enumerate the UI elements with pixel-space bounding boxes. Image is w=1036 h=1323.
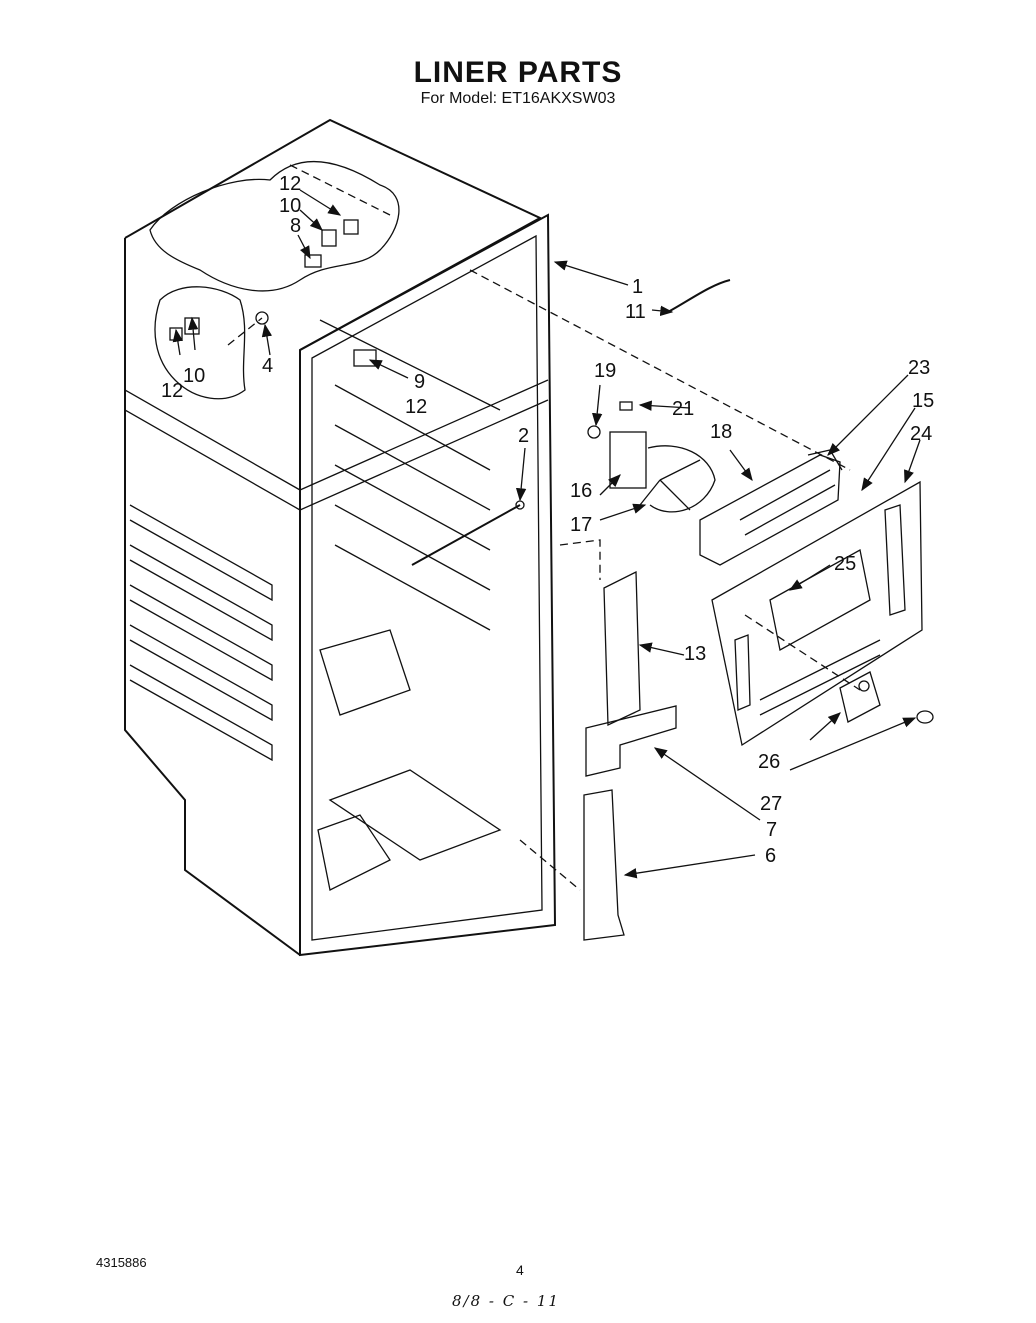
air-duct xyxy=(603,570,641,727)
footer-page-number: 4 xyxy=(516,1262,524,1278)
cover-plate-and-plug xyxy=(839,671,934,724)
interior-shelf-rails xyxy=(319,319,501,631)
cutaway-insulation xyxy=(149,160,400,400)
callout-27: 27 xyxy=(760,793,782,815)
leader-arrows xyxy=(172,189,921,879)
callout-12-top: 12 xyxy=(279,173,301,195)
callout-19: 19 xyxy=(594,360,616,382)
callout-23: 23 xyxy=(908,357,930,379)
baffle-6 xyxy=(583,789,625,941)
callout-26: 26 xyxy=(758,751,780,773)
callout-18: 18 xyxy=(710,421,732,443)
callout-21: 21 xyxy=(672,398,694,420)
callout-11: 11 xyxy=(625,301,646,323)
drain-tube xyxy=(667,279,731,313)
footer-part-number: 4315886 xyxy=(96,1255,147,1270)
control-rod xyxy=(411,500,525,566)
callout-2: 2 xyxy=(518,425,529,447)
callout-1: 1 xyxy=(632,276,643,298)
explode-lines xyxy=(227,164,861,891)
callout-17: 17 xyxy=(570,514,592,536)
fan-motor-assembly xyxy=(587,401,716,513)
callout-15: 15 xyxy=(912,390,934,412)
callout-12-interior: 12 xyxy=(405,396,427,418)
fan-shroud xyxy=(699,449,843,566)
callout-10-side: 10 xyxy=(183,365,205,387)
side-ribs xyxy=(129,504,273,762)
mount-clips xyxy=(169,219,377,367)
callout-24: 24 xyxy=(910,423,932,445)
callout-25: 25 xyxy=(834,553,856,575)
cabinet-outline xyxy=(124,118,557,957)
baffle-7 xyxy=(585,705,677,777)
footer-handwritten-note: 8/8 - C - 11 xyxy=(452,1292,560,1310)
callout-13: 13 xyxy=(684,643,706,665)
callout-16: 16 xyxy=(570,480,592,502)
callout-labels: 1 2 4 6 7 8 9 10 10 11 12 12 12 13 15 16… xyxy=(161,173,934,867)
model-subtitle: For Model: ET16AKXSW03 xyxy=(420,90,616,107)
callout-8: 8 xyxy=(290,215,301,237)
callout-7: 7 xyxy=(766,819,777,841)
callout-12-side: 12 xyxy=(161,380,183,402)
crisper-pans xyxy=(317,629,502,891)
evaporator-cover xyxy=(711,480,923,747)
page-title: LINER PARTS xyxy=(413,56,623,89)
callout-6: 6 xyxy=(765,845,776,867)
callout-9: 9 xyxy=(414,371,425,393)
callout-4: 4 xyxy=(262,355,273,377)
callout-10-top: 10 xyxy=(279,195,301,217)
